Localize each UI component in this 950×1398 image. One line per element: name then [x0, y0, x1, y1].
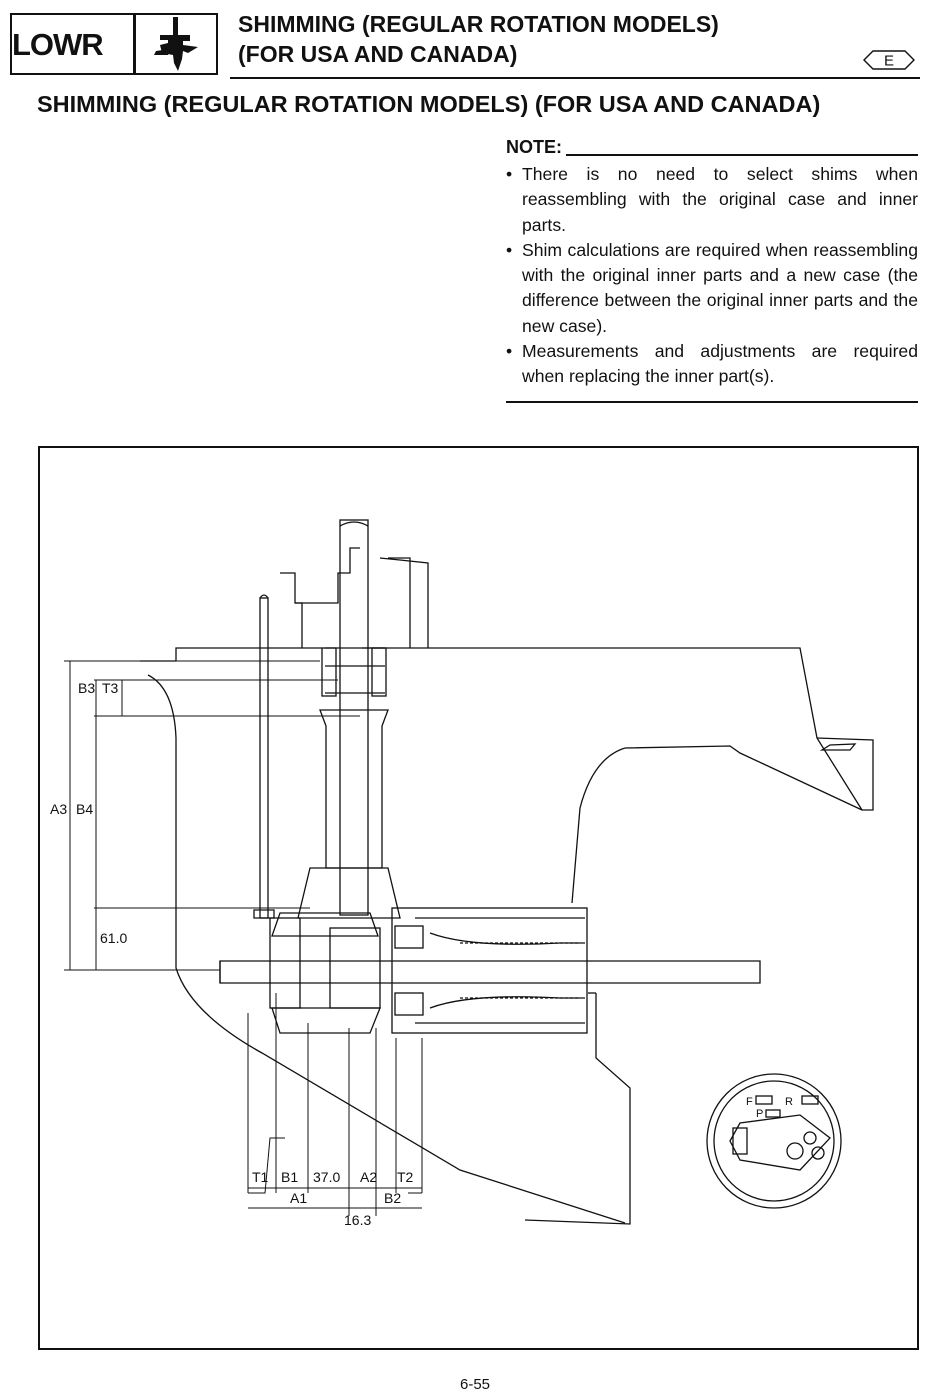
tag-divider: [133, 13, 136, 75]
inset-r: R: [785, 1096, 793, 1108]
language-badge: E: [863, 50, 915, 70]
header-title-line2: (FOR USA AND CANADA): [238, 41, 518, 67]
drive-shaft: [319, 519, 389, 916]
dim-t2: T2: [397, 1169, 414, 1185]
dim-t1: T1: [252, 1169, 269, 1185]
page-number: 6-55: [459, 1376, 491, 1393]
housing-outline: [140, 547, 874, 1225]
section-tag-box: [10, 13, 218, 75]
dim-b1: B1: [281, 1169, 298, 1185]
lower-unit-cross-section: B3 T3 A3 B4 61.0 T1 B1 37.0 A2 T2 A1 B2 …: [50, 519, 874, 1228]
dim-61: 61.0: [100, 930, 127, 946]
figure-frame: [38, 446, 919, 1350]
bottom-dimensions: [247, 993, 423, 1216]
note-label: NOTE:: [506, 137, 562, 157]
header-title-line1: SHIMMING (REGULAR ROTATION MODELS): [238, 11, 719, 37]
inset-detail: [706, 1073, 842, 1209]
bullet-icon: •: [506, 164, 513, 184]
section-tag: LOWR: [12, 27, 104, 62]
language-code: E: [884, 53, 894, 70]
dim-b4: B4: [76, 801, 93, 817]
dim-b2: B2: [384, 1190, 401, 1206]
note-end-rule: [506, 401, 918, 403]
bullet-icon: •: [506, 239, 513, 260]
lower-unit-icon: [154, 17, 198, 71]
header-rule: [230, 77, 920, 79]
section-title: SHIMMING (REGULAR ROTATION MODELS) (FOR …: [37, 91, 821, 117]
note-item: •Measurements and adjustments are requir…: [506, 341, 918, 387]
dim-t3: T3: [102, 680, 119, 696]
dim-b3: B3: [78, 680, 95, 696]
bullet-icon: •: [506, 341, 513, 362]
dim-a3: A3: [50, 801, 67, 817]
note-label-rule: [566, 154, 918, 156]
inset-p: P: [756, 1108, 763, 1120]
gear-assembly: [269, 867, 588, 1034]
dim-37: 37.0: [313, 1169, 340, 1185]
note-list: •There is no need to select shims when r…: [506, 162, 918, 390]
dim-16: 16.3: [344, 1212, 371, 1228]
dim-a1: A1: [290, 1190, 307, 1206]
propeller-shaft: [219, 960, 761, 984]
left-dimensions: [64, 660, 360, 971]
note-item: •Shim calculations are required when rea…: [506, 239, 918, 336]
dim-a2: A2: [360, 1169, 377, 1185]
inset-f: F: [746, 1096, 753, 1108]
shift-rod: [253, 594, 275, 919]
note-item: •There is no need to select shims when r…: [506, 164, 918, 235]
